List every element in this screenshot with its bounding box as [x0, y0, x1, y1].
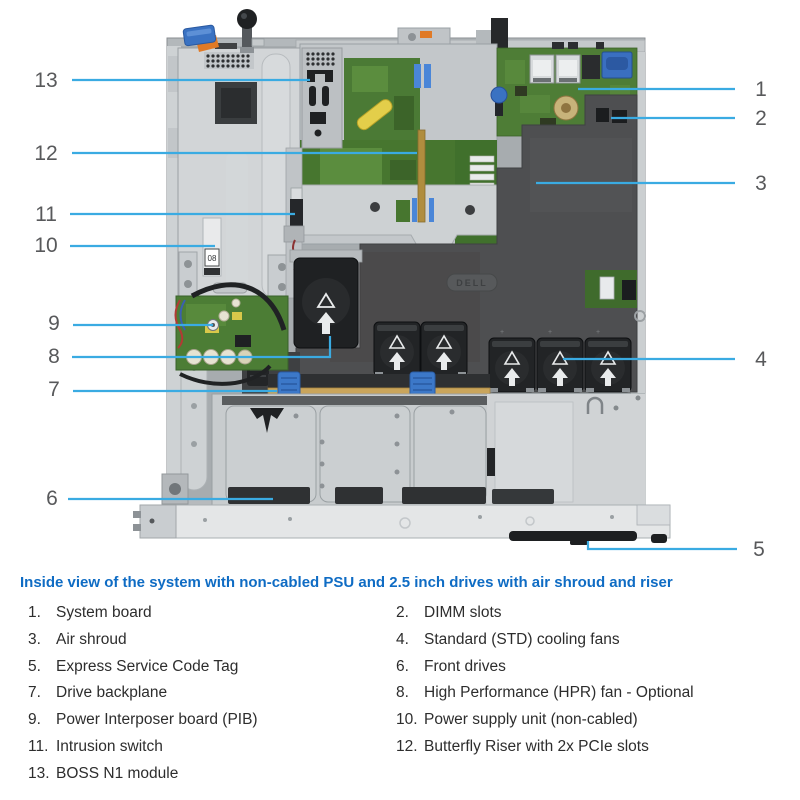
legend-column-left: 1. System board 3. Air shroud 5. Express Serv…: [28, 600, 378, 788]
boss-module: [301, 47, 343, 149]
legend-column-right: 2. DIMM slots 4. Standard (STD) cooling fan…: [396, 600, 796, 761]
legend-item-number: 12.: [396, 737, 418, 755]
legend-item-6: 6. Front drives: [396, 654, 796, 681]
legend-item-number: 9.: [28, 711, 41, 729]
legend-item-label: Front drives: [424, 657, 506, 675]
callout-number-4: 4: [755, 348, 767, 371]
system-board: [490, 42, 638, 137]
dell-logo: DELL: [446, 273, 498, 292]
callout-number-12: 12: [34, 142, 57, 165]
backplane-latch: [409, 371, 436, 401]
hpr-fan: [289, 249, 363, 349]
svg-text:+: +: [500, 329, 504, 336]
figure-caption: Inside view of the system with non-cable…: [20, 574, 673, 591]
rear-brackets: [397, 18, 508, 50]
server-inside-view-figure: 08: [34, 9, 767, 561]
riser-edge-connector: [417, 129, 426, 223]
callout-number-3: 3: [755, 172, 767, 195]
legend-item-label: Power Interposer board (PIB): [56, 711, 258, 729]
backplane-latch: [277, 371, 301, 401]
legend-item-number: 13.: [28, 764, 50, 782]
dimm-connector: [596, 108, 609, 122]
drive-grille: [335, 487, 383, 504]
legend-item-12: 12. Butterfly Riser with 2x PCIe slots: [396, 734, 796, 761]
legend-item-9: 9. Power Interposer board (PIB): [28, 707, 378, 734]
riser-release-clip: [356, 99, 393, 131]
legend-item-label: Air shroud: [56, 630, 127, 648]
callout-number-11: 11: [35, 203, 57, 226]
legend-item-label: Power supply unit (non-cabled): [424, 711, 638, 729]
legend-item-label: Express Service Code Tag: [56, 657, 239, 675]
callout-line-5: [586, 541, 737, 551]
legend-item-13: 13. BOSS N1 module: [28, 761, 378, 788]
legend-item-number: 11.: [28, 737, 49, 755]
legend-item-number: 3.: [28, 630, 41, 648]
drive-grille: [402, 487, 486, 504]
svg-text:08: 08: [208, 254, 217, 263]
drive-release-latch: [250, 408, 284, 433]
legend-item-1: 1. System board: [28, 600, 378, 627]
callout-number-6: 6: [46, 487, 58, 510]
svg-text:+: +: [596, 329, 600, 336]
cables: [179, 282, 287, 386]
callout-number-10: 10: [34, 234, 57, 257]
svg-text:DELL: DELL: [456, 278, 488, 288]
legend-item-number: 5.: [28, 657, 41, 675]
callout-number-13: 13: [34, 69, 57, 92]
legend-item-number: 1.: [28, 604, 41, 621]
legend-item-5: 5. Express Service Code Tag: [28, 654, 378, 681]
legend-item-8: 8. High Performance (HPR) fan - Optional: [396, 680, 796, 707]
legend-item-3: 3. Air shroud: [28, 627, 378, 654]
usb-port: [582, 55, 600, 79]
callout-number-5: 5: [753, 538, 765, 561]
drive-grille: [228, 487, 310, 504]
legend-item-label: Intrusion switch: [56, 737, 163, 755]
legend-item-4: 4. Standard (STD) cooling fans: [396, 627, 796, 654]
nic-ports: [529, 54, 581, 84]
legend-item-number: 2.: [396, 604, 409, 621]
legend-item-10: 10. Power supply unit (non-cabled): [396, 707, 796, 734]
drive-cage: [211, 393, 646, 509]
legend-item-label: DIMM slots: [424, 604, 502, 621]
legend-item-2: 2. DIMM slots: [396, 600, 796, 627]
callout-line-8: [72, 336, 332, 359]
legend-item-number: 10.: [396, 711, 418, 729]
legend-item-11: 11. Intrusion switch: [28, 734, 378, 761]
callout-number-8: 8: [48, 345, 60, 368]
drive-grille: [492, 489, 554, 504]
legend-item-label: High Performance (HPR) fan - Optional: [424, 684, 694, 702]
psu: 08: [177, 43, 301, 299]
callout-number-7: 7: [48, 378, 60, 401]
svg-text:+: +: [548, 329, 552, 336]
legend-item-label: Drive backplane: [56, 684, 168, 702]
std-fans: + + +: [373, 321, 632, 393]
legend-item-label: System board: [56, 604, 152, 621]
front-panel: [133, 504, 671, 545]
legend-item-number: 6.: [396, 657, 409, 675]
express-service-tag[interactable]: [509, 531, 637, 545]
legend-item-label: Butterfly Riser with 2x PCIe slots: [424, 737, 649, 755]
chassis-thumbscrew: [237, 9, 265, 53]
dimm-connector: [612, 110, 627, 123]
chassis-foot: [651, 534, 667, 543]
psu-vent-grid: [204, 52, 254, 69]
callout-number-1: 1: [755, 78, 767, 101]
callout-number-2: 2: [755, 107, 767, 130]
psu-release-latch: [182, 24, 219, 52]
callout-number-9: 9: [48, 312, 60, 335]
vga-port: [601, 51, 633, 79]
legend-item-7: 7. Drive backplane: [28, 680, 378, 707]
legend-item-number: 7.: [28, 684, 41, 702]
legend-item-label: Standard (STD) cooling fans: [424, 630, 620, 648]
legend-item-number: 4.: [396, 630, 409, 648]
legend-item-number: 8.: [396, 684, 409, 702]
legend-item-label: BOSS N1 module: [56, 764, 179, 782]
board-plunger: [490, 86, 508, 116]
